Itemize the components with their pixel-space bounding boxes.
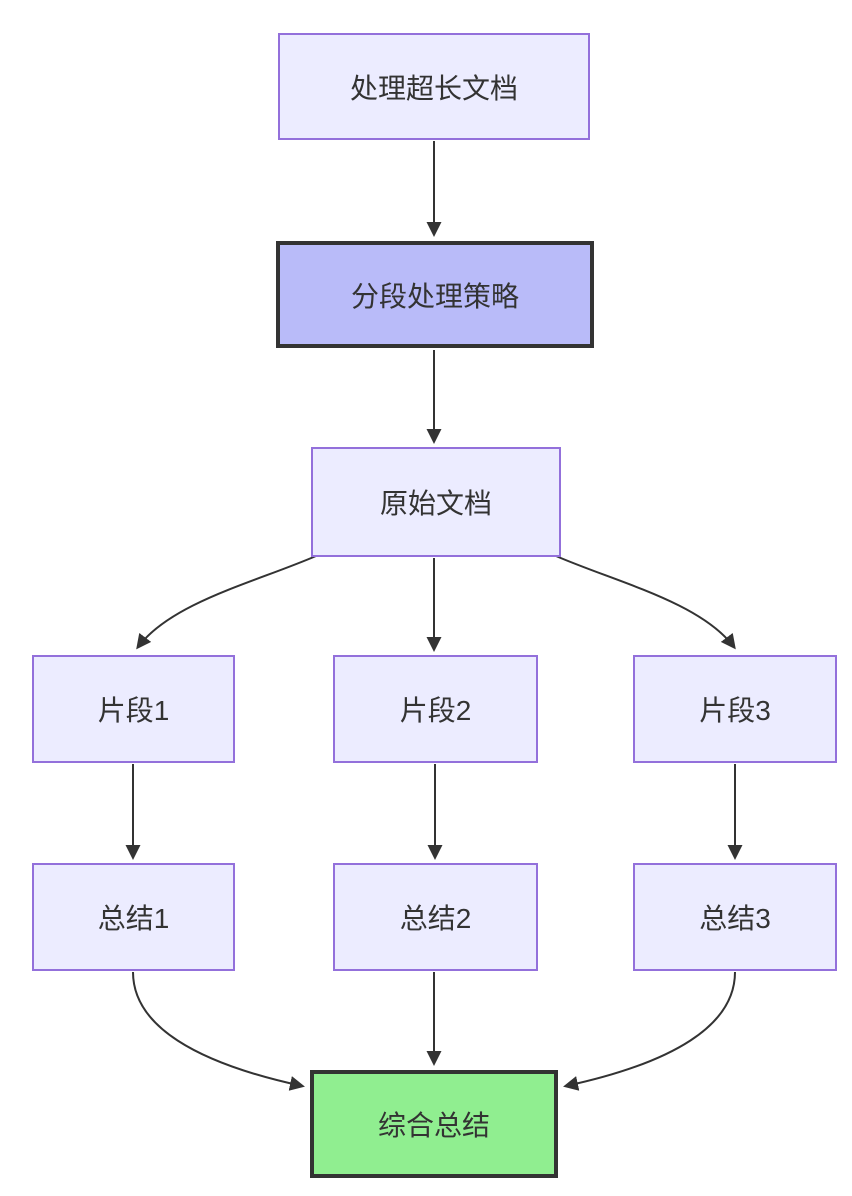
node-chunk-1-label: 片段1 [97,695,170,726]
edge-doc-chunk3 [555,555,736,650]
node-strategy: 分段处理策略 [276,241,594,348]
node-final-summary: 综合总结 [310,1070,558,1178]
node-summary-1-label: 总结1 [97,903,170,934]
node-summary-2: 总结2 [333,863,538,971]
node-chunk-3-label: 片段3 [699,695,771,726]
node-summary-2-label: 总结2 [399,903,472,934]
node-strategy-label: 分段处理策略 [350,280,519,312]
node-final-summary-label: 综合总结 [377,1110,490,1141]
node-summary-1: 总结1 [32,863,235,971]
node-original-document-label: 原始文档 [379,488,492,519]
node-summary-3-label: 总结3 [699,903,771,934]
node-chunk-2-label: 片段2 [399,695,472,726]
node-chunk-3: 片段3 [633,655,837,763]
node-original-document: 原始文档 [311,447,561,557]
node-summary-3: 总结3 [633,863,837,971]
edge-doc-chunk1 [136,555,317,650]
edge-summary3-final [563,971,736,1091]
node-chunk-1: 片段1 [32,655,235,763]
node-chunk-2: 片段2 [333,655,538,763]
node-task-label: 处理超长文档 [349,72,518,104]
edge-summary1-final [132,971,305,1091]
node-task: 处理超长文档 [278,33,590,140]
